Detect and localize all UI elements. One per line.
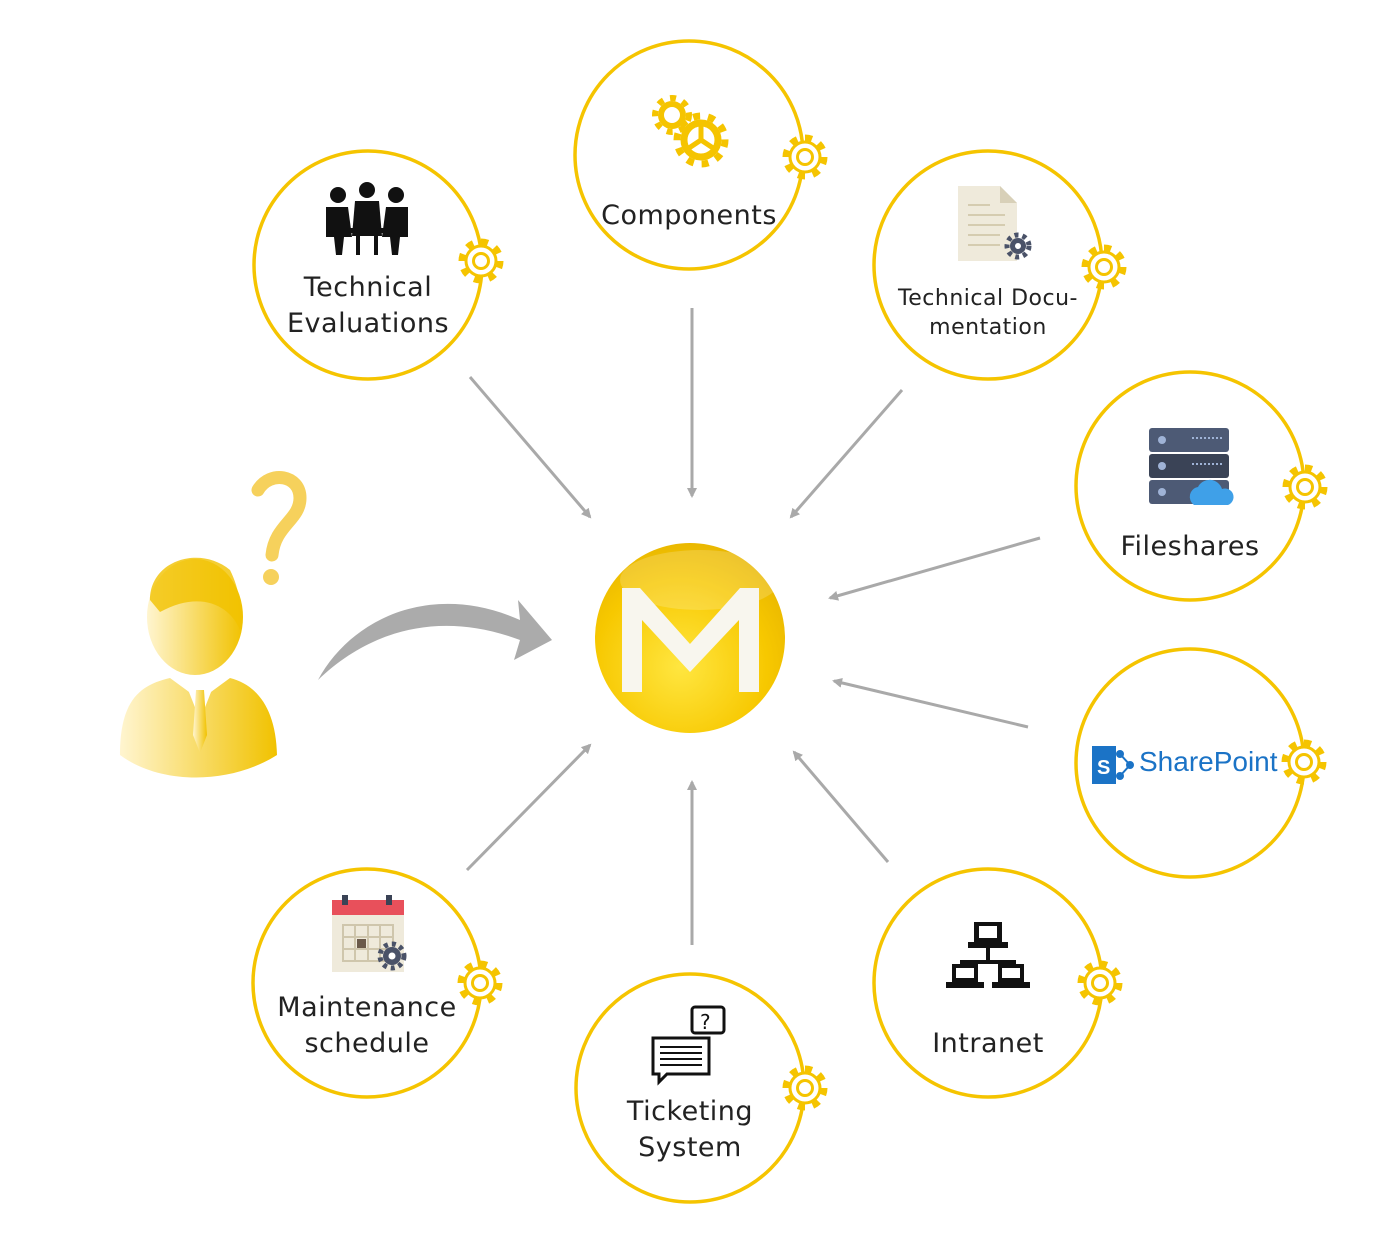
calendar-gear-icon [332,895,407,972]
arrow-fileshares [828,536,1041,601]
label-sharepoint: SharePoint [1139,746,1278,777]
label-technical-documentation: Technical Docu-mentation [898,286,1078,340]
arrow-intranet [792,750,890,863]
meeting-people-icon [326,182,408,255]
arrows [465,308,1041,945]
curved-arrow [318,600,552,680]
arrow-sharepoint [832,677,1029,729]
ring-technical-documentation [872,149,1104,381]
arrow-technical-evaluations [468,376,592,519]
ring-ticketing [574,972,806,1204]
server-cloud-icon [1149,428,1234,505]
label-intranet: Intranet [932,1028,1044,1059]
label-fileshares: Fileshares [1120,531,1260,562]
arrow-maintenance [465,743,592,872]
label-components: Components [601,200,777,231]
svg-text:S: S [1097,757,1110,779]
sharepoint-logo-icon: S [1092,746,1134,784]
document-gear-icon [958,186,1032,261]
confused-user-icon [120,471,307,778]
arrow-technical-documentation [789,389,904,519]
gears-icon [652,95,729,168]
chat-question-icon: ? [651,1005,726,1086]
svg-text:?: ? [700,1010,711,1034]
ring-intranet [872,867,1104,1099]
central-logo [595,543,785,733]
network-icon [946,922,1030,988]
